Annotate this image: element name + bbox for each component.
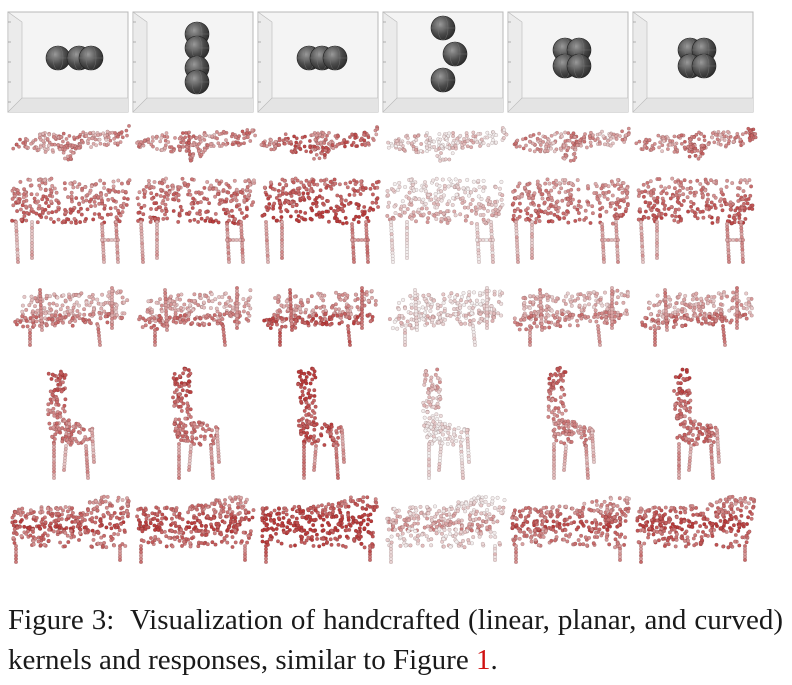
airplane-point-cloud — [259, 125, 380, 161]
airplane-point-cloud — [11, 124, 131, 162]
caption-label: Figure 3: — [8, 604, 115, 636]
kernel-row — [7, 11, 754, 113]
desk-point-cloud — [635, 494, 757, 565]
kernel-box-linear-vertical — [132, 11, 254, 113]
kernel-box-linear-horizontal — [7, 11, 129, 113]
figure-3-grid — [7, 11, 758, 565]
caption-text: Visualization of handcrafted (linear, pl… — [8, 604, 783, 676]
bench-point-cloud — [640, 286, 754, 348]
desk-point-cloud — [260, 495, 379, 565]
desk-point-cloud — [510, 495, 631, 565]
bench-point-cloud — [13, 286, 130, 348]
table-point-cloud — [385, 176, 505, 265]
bench-point-cloud — [512, 286, 630, 348]
kernel-box-planar-square-2 — [632, 11, 754, 113]
chair-point-cloud — [46, 369, 96, 481]
bench-point-cloud — [387, 286, 505, 348]
kernel-box-curved-arc — [382, 11, 504, 113]
response-row-chair — [46, 365, 722, 481]
airplane-point-cloud — [386, 126, 509, 163]
bench-point-cloud — [262, 286, 378, 348]
desk-point-cloud — [10, 494, 131, 565]
figure-caption: Figure 3: Visualization of handcrafted (… — [8, 600, 783, 680]
kernel-box-planar-square — [507, 11, 629, 113]
table-point-cloud — [260, 176, 381, 265]
table-point-cloud — [135, 176, 257, 265]
response-row-table — [10, 176, 755, 265]
response-row-desk — [10, 494, 757, 565]
response-rows — [10, 124, 758, 565]
chair-point-cloud — [296, 366, 347, 481]
airplane-point-cloud — [512, 126, 631, 163]
table-point-cloud — [10, 176, 132, 265]
table-point-cloud — [636, 176, 755, 265]
response-row-airplane — [11, 124, 758, 163]
table-point-cloud — [510, 177, 630, 265]
figure-reference-link[interactable]: 1 — [475, 644, 491, 676]
chair-point-cloud — [672, 367, 722, 481]
desk-point-cloud — [385, 494, 507, 565]
airplane-point-cloud — [634, 126, 758, 161]
bench-point-cloud — [137, 286, 253, 348]
chair-point-cloud — [421, 367, 472, 481]
kernel-box-linear-horizontal-3 — [257, 11, 379, 113]
response-row-bench — [13, 286, 754, 348]
airplane-point-cloud — [135, 128, 258, 163]
chair-point-cloud — [546, 365, 597, 481]
chair-point-cloud — [170, 366, 221, 481]
desk-point-cloud — [135, 495, 256, 565]
caption-end: . — [490, 644, 498, 676]
